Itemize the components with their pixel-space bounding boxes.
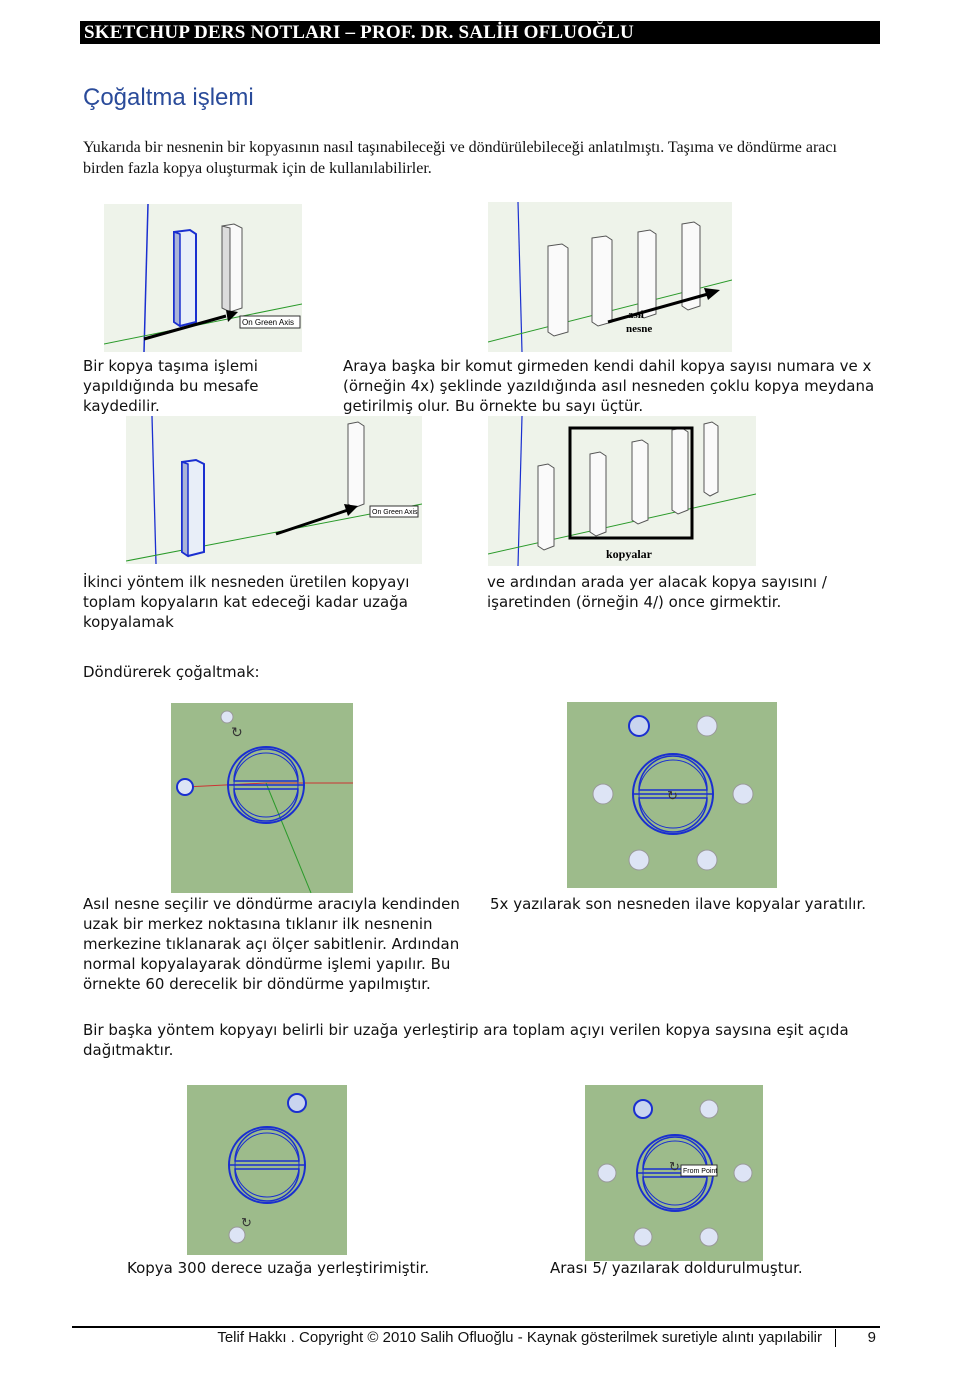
page-number: 9 xyxy=(867,1329,876,1346)
figure-multi-copy: asıl nesne xyxy=(488,202,732,352)
kopyalar-label: kopyalar xyxy=(606,547,653,561)
svg-text:↻: ↻ xyxy=(231,726,243,741)
figure-5-slash: ↻ From Point xyxy=(585,1085,763,1261)
svg-text:↻: ↻ xyxy=(669,1159,680,1174)
nesne-label: nesne xyxy=(626,323,652,335)
svg-text:↻: ↻ xyxy=(667,788,678,803)
figure-300-degree: ↻ xyxy=(187,1085,347,1255)
caption-copy-move: Bir kopya taşıma işlemi yapıldığında bu … xyxy=(83,357,259,415)
caption-second-method-right: ve ardından arada yer alacak kopya sayıs… xyxy=(487,573,827,611)
svg-text:↻: ↻ xyxy=(241,1215,252,1230)
intro-paragraph: Yukarıda bir nesnenin bir kopyasının nas… xyxy=(83,139,837,177)
caption-rotate-right: 5x yazılarak son nesneden ilave kopyalar… xyxy=(490,895,867,913)
on-green-axis-tooltip: On Green Axis xyxy=(242,318,294,327)
page-footer: Telif Hakkı . Copyright © 2010 Salih Ofl… xyxy=(72,1327,880,1349)
caption-multi-copy: Araya başka bir komut girmeden kendi dah… xyxy=(343,357,875,415)
on-green-axis-tooltip-2: On Green Axis xyxy=(372,509,418,516)
footer-copyright: Telif Hakkı . Copyright © 2010 Salih Ofl… xyxy=(217,1329,822,1346)
from-point-tooltip: From Point xyxy=(683,1168,717,1175)
figure-rotate-start: ↻ xyxy=(171,703,353,893)
caption-bottom-right: Arası 5/ yazılarak doldurulmuştur. xyxy=(550,1259,803,1277)
caption-bottom-left: Kopya 300 derece uzağa yerleştirimiştir. xyxy=(127,1259,430,1277)
footer-rule xyxy=(72,1326,880,1328)
caption-another-method: Bir başka yöntem kopyayı belirli bir uza… xyxy=(83,1021,849,1059)
rotate-heading: Döndürerek çoğaltmak: xyxy=(83,663,260,681)
figure-copy-move: On Green Axis xyxy=(104,204,302,352)
page-header: SKETCHUP DERS NOTLARI – PROF. DR. SALİH … xyxy=(80,21,880,44)
figure-rotate-5x: ↻ xyxy=(567,702,777,888)
section-title: Çoğaltma işlemi xyxy=(83,84,254,111)
footer-separator xyxy=(835,1329,836,1347)
asil-label: asıl xyxy=(628,309,644,321)
caption-second-method-left: İkinci yöntem ilk nesneden üretilen kopy… xyxy=(83,573,410,631)
figure-kopyalar: kopyalar xyxy=(488,416,756,566)
caption-rotate-left: Asıl nesne seçilir ve döndürme aracıyla … xyxy=(83,895,460,993)
figure-far-copy: On Green Axis xyxy=(126,416,422,564)
